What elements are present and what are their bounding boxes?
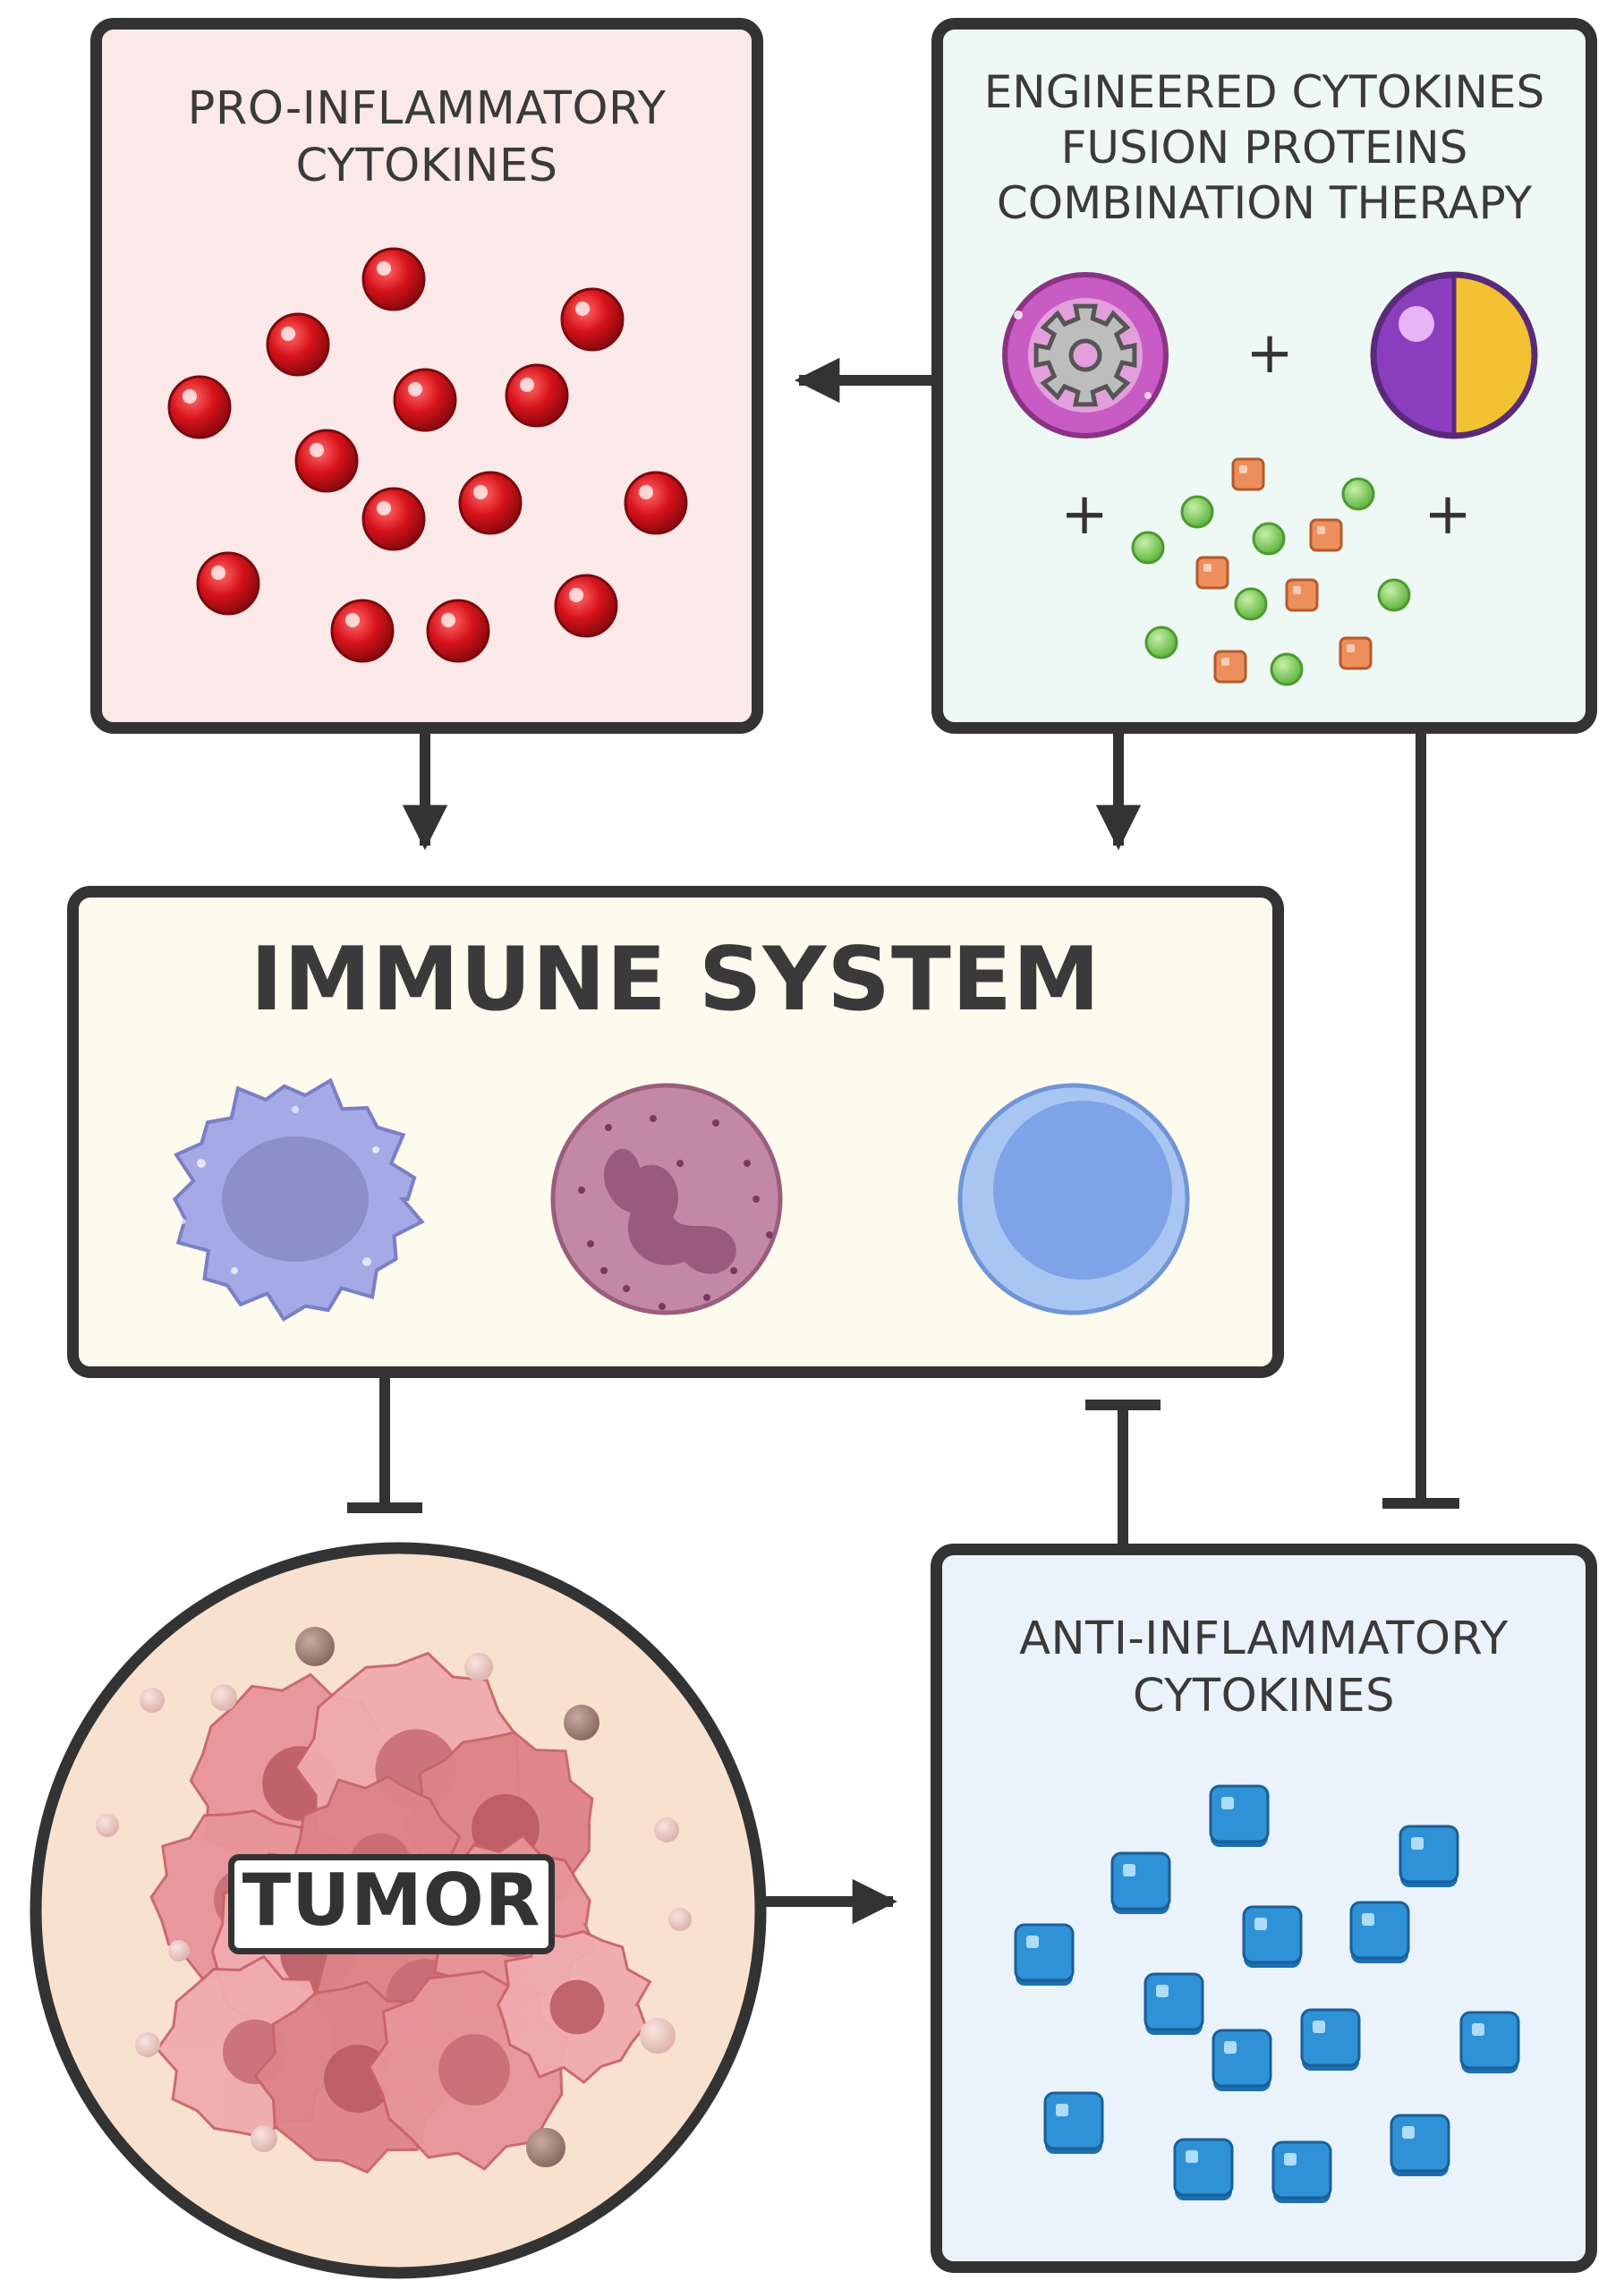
tumor-microenvironment-particle	[464, 1653, 493, 1681]
tumor-microenvironment-particle	[251, 2125, 277, 2152]
therapy-line-engineered: ENGINEERED CYTOKINES	[983, 66, 1545, 118]
orange-particle	[1285, 578, 1319, 612]
anti-cytokine-cube	[1459, 2011, 1520, 2073]
tumor-microenvironment-particle	[564, 1705, 599, 1740]
pro-cytokine-sphere	[196, 551, 260, 616]
fusion-protein-icon	[1370, 271, 1538, 439]
therapy-line-fusion: FUSION PROTEINS	[1060, 122, 1468, 174]
pro-cytokine-sphere	[560, 287, 625, 352]
pro-cytokine-sphere	[624, 471, 688, 535]
tumor-microenvironment-particle	[140, 1688, 165, 1713]
pro-cytokine-sphere	[393, 368, 457, 432]
anti-cytokine-cube	[1399, 1825, 1459, 1887]
orange-particle	[1309, 518, 1343, 552]
anti-inflammatory-title-line1: ANTI-INFLAMMATORY	[1019, 1613, 1509, 1665]
green-particle	[1270, 652, 1304, 686]
tumor-microenvironment-particle	[654, 1817, 679, 1842]
green-particle	[1131, 531, 1165, 565]
pro-cytokine-sphere	[505, 363, 569, 428]
tumor-label: TUMOR	[228, 1854, 555, 1954]
anti-cytokine-cube	[1390, 2114, 1450, 2176]
connectors	[347, 357, 1459, 1925]
pro-inflammatory-cytokines	[167, 247, 688, 663]
orange-particle	[1231, 457, 1265, 491]
lymphocyte-icon	[957, 1083, 1190, 1315]
gear-icon	[1033, 303, 1137, 407]
immune-system-title: IMMUNE SYSTEM	[250, 929, 1101, 1031]
orange-particle	[1195, 556, 1229, 590]
anti-cytokine-cube	[1173, 2138, 1234, 2200]
therapy-line-combination: COMBINATION THERAPY	[996, 177, 1533, 229]
green-particle	[1234, 587, 1268, 621]
anti-cytokine-cube	[1144, 1972, 1204, 2035]
neutrophil-icon	[550, 1083, 783, 1315]
pro-cytokine-sphere	[426, 599, 490, 663]
macrophage-icon	[173, 1077, 425, 1322]
therapy-title: ENGINEERED CYTOKINES FUSION PROTEINS COM…	[931, 64, 1597, 231]
anti-cytokine-cube	[1349, 1901, 1410, 1963]
green-particle	[1144, 625, 1178, 659]
anti-cytokine-cube	[1300, 2008, 1361, 2071]
tumor-microenvironment-particle	[168, 1940, 190, 1961]
pro-cytokine-sphere	[294, 429, 359, 493]
anti-cytokine-cube	[1212, 2029, 1272, 2091]
anti-inflammatory-title-line2: CYTOKINES	[1133, 1670, 1395, 1723]
green-particle	[1252, 522, 1286, 556]
plus-sign-right: +	[1424, 481, 1472, 548]
pro-cytokine-sphere	[361, 247, 426, 311]
anti-cytokine-cube	[1014, 1923, 1075, 1986]
anti-inflammatory-title: ANTI-INFLAMMATORY CYTOKINES	[931, 1611, 1597, 1725]
pro-cytokine-sphere	[361, 487, 426, 551]
anti-cytokine-cube	[1209, 1784, 1270, 1847]
pro-cytokine-sphere	[266, 312, 330, 377]
green-particle	[1377, 578, 1411, 612]
anti-cytokine-cube	[1043, 2091, 1104, 2154]
tumor-microenvironment-particle	[640, 2018, 676, 2054]
tumor-microenvironment-particle	[96, 1814, 119, 1837]
pro-cytokine-sphere	[167, 375, 232, 439]
tumor-cell	[497, 1929, 652, 2084]
pro-inflammatory-title: PRO-INFLAMMATORY CYTOKINES	[90, 81, 763, 195]
orange-particle	[1339, 636, 1373, 670]
therapy-particles	[1131, 457, 1411, 686]
tumor-microenvironment-particle	[135, 2032, 160, 2057]
pro-inflammatory-title-line1: PRO-INFLAMMATORY	[187, 82, 667, 135]
tumor-microenvironment-particle	[526, 2128, 565, 2167]
plus-sign-left: +	[1060, 481, 1109, 548]
tumor-microenvironment-particle	[210, 1684, 237, 1711]
orange-particle	[1213, 650, 1247, 684]
anti-cytokine-cube	[1242, 1905, 1303, 1968]
pro-inflammatory-title-line2: CYTOKINES	[295, 140, 558, 192]
tumor-microenvironment-particle	[295, 1627, 335, 1666]
green-particle	[1341, 477, 1375, 511]
pro-cytokine-sphere	[554, 574, 618, 638]
engineered-cytokine-icon	[1002, 272, 1169, 438]
pro-cytokine-sphere	[330, 599, 395, 663]
pro-cytokine-sphere	[458, 471, 523, 535]
anti-cytokine-cube	[1110, 1851, 1171, 1914]
anti-inflammatory-cytokines	[1014, 1784, 1520, 2203]
anti-cytokine-cube	[1271, 2140, 1332, 2203]
plus-sign-center: +	[1246, 320, 1294, 387]
tumor-microenvironment-particle	[668, 1908, 692, 1931]
green-particle	[1180, 495, 1214, 529]
